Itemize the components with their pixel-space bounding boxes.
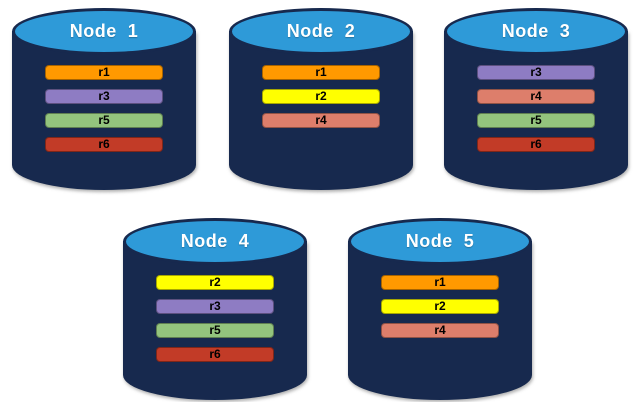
node-5-cylinder-top: Node 5	[348, 218, 532, 265]
node-4-replica-list: r2 r3 r5 r6	[156, 275, 274, 362]
replica-bar: r2	[156, 275, 274, 290]
replica-bar: r6	[156, 347, 274, 362]
node-2-cylinder-top: Node 2	[229, 8, 413, 55]
node-5-label: Node 5	[405, 231, 475, 251]
replica-bar: r4	[262, 113, 380, 128]
node-3-cylinder-body	[444, 31, 628, 190]
node-1-cylinder-top: Node 1	[12, 8, 196, 55]
node-2-cylinder: Node 2 r1 r2 r4	[229, 8, 413, 190]
replica-bar: r5	[156, 323, 274, 338]
replica-bar: r4	[477, 89, 595, 104]
replica-bar: r2	[381, 299, 499, 314]
replica-bar: r6	[45, 137, 163, 152]
node-5-replica-list: r1 r2 r4	[381, 275, 499, 338]
node-3-replica-list: r3 r4 r5 r6	[477, 65, 595, 152]
node-4-cylinder-top: Node 4	[123, 218, 307, 265]
node-3-cylinder: Node 3 r3 r4 r5 r6	[444, 8, 628, 190]
replica-bar: r5	[45, 113, 163, 128]
node-1-cylinder-body	[12, 31, 196, 190]
replica-bar: r3	[477, 65, 595, 80]
node-2-label: Node 2	[286, 21, 356, 41]
replica-bar: r3	[45, 89, 163, 104]
replica-bar: r6	[477, 137, 595, 152]
node-4-cylinder-body	[123, 241, 307, 400]
replica-bar: r4	[381, 323, 499, 338]
replica-bar: r1	[45, 65, 163, 80]
node-1-cylinder: Node 1 r1 r3 r5 r6	[12, 8, 196, 190]
node-2-cylinder-body	[229, 31, 413, 190]
node-1-label: Node 1	[69, 21, 139, 41]
node-1-replica-list: r1 r3 r5 r6	[45, 65, 163, 152]
node-4-cylinder: Node 4 r2 r3 r5 r6	[123, 218, 307, 400]
node-3-cylinder-top: Node 3	[444, 8, 628, 55]
replica-bar: r5	[477, 113, 595, 128]
replica-bar: r1	[381, 275, 499, 290]
replica-bar: r2	[262, 89, 380, 104]
node-2-replica-list: r1 r2 r4	[262, 65, 380, 128]
node-5-cylinder: Node 5 r1 r2 r4	[348, 218, 532, 400]
replica-bar: r1	[262, 65, 380, 80]
node-4-label: Node 4	[180, 231, 250, 251]
replica-bar: r3	[156, 299, 274, 314]
node-5-cylinder-body	[348, 241, 532, 400]
node-3-label: Node 3	[501, 21, 571, 41]
